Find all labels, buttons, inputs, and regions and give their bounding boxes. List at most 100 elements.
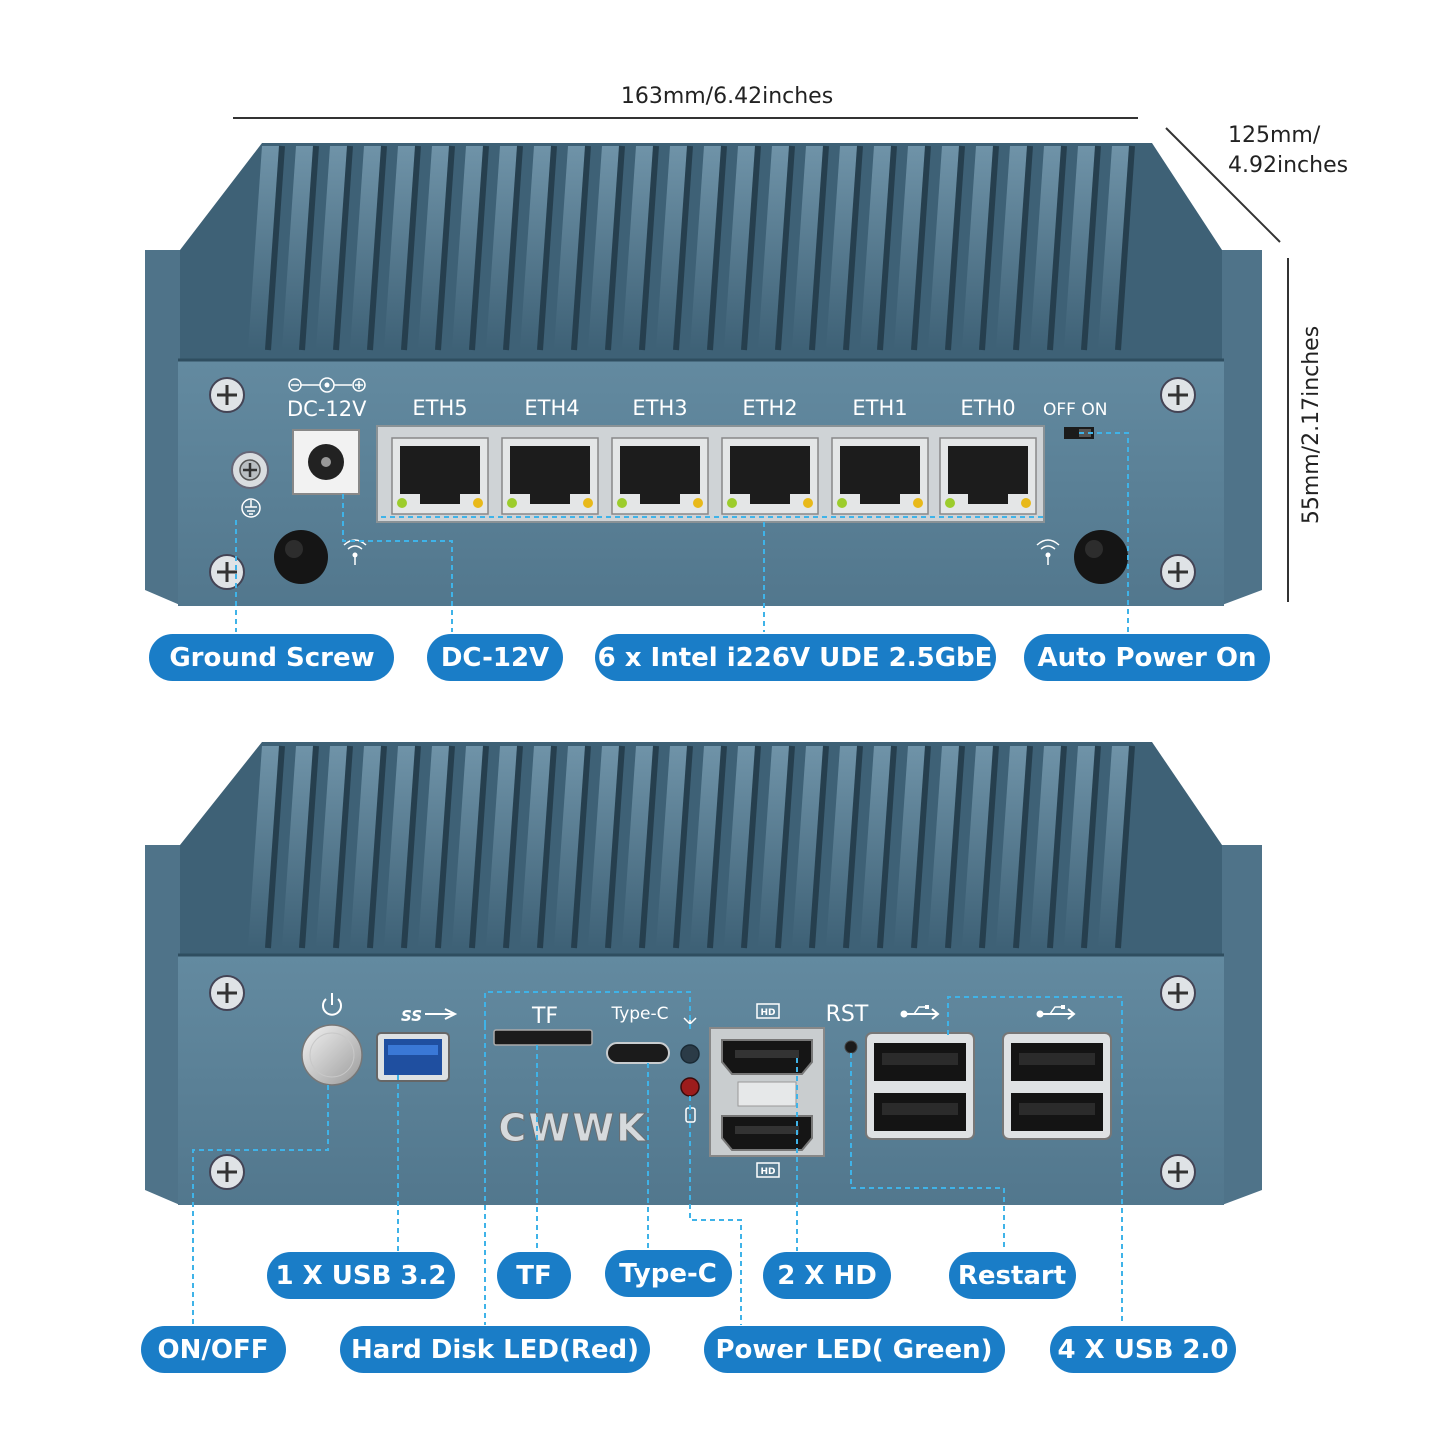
heatsink-fin (792, 746, 826, 948)
heatsink-fin (894, 746, 928, 948)
eth-link-led (727, 498, 737, 508)
wifi-antenna-icon (343, 539, 367, 565)
usb2-port (1011, 1043, 1103, 1081)
heatsink-fin (486, 146, 520, 350)
heatsink-fin (656, 746, 690, 948)
heatsink-fin (894, 146, 928, 350)
typec-port (606, 1042, 670, 1064)
front-screw-icon (209, 1154, 245, 1190)
heatsink-fin-gap (639, 145, 659, 351)
hdmi-port-top (721, 1039, 813, 1075)
heatsink-fin-gap (945, 145, 965, 351)
heatsink-fin-gap (503, 145, 523, 351)
heatsink-fin-gap (707, 145, 727, 351)
heatsink-fin (690, 146, 724, 350)
heatsink-fin (1064, 146, 1098, 350)
heatsink-fin (554, 746, 588, 948)
heatsink-fin (928, 746, 962, 948)
callout-text: DC-12V (441, 643, 549, 673)
power-button[interactable] (301, 1024, 363, 1086)
ground-symbol-icon (241, 498, 261, 518)
heatsink-fin (316, 746, 350, 948)
heatsink-fin (316, 146, 350, 350)
usb-logo-icon (900, 1005, 940, 1020)
antenna-connector-left (274, 530, 328, 584)
heatsink-fin-gap (1047, 745, 1067, 949)
callout-restart: Restart (949, 1252, 1076, 1299)
heatsink-fin-gap (265, 745, 285, 949)
heatsink-fin-gap (911, 145, 931, 351)
heatsink-fin (826, 746, 860, 948)
eth-port-label: ETH3 (632, 396, 687, 420)
heatsink-fin-gap (469, 745, 489, 949)
rst-label: RST (826, 1002, 869, 1027)
hdd-led (680, 1077, 700, 1097)
heatsink-fin-gap (571, 745, 591, 949)
heatsink-fin (690, 746, 724, 948)
eth-activity-led (583, 498, 593, 508)
rear-screw-icon (209, 377, 245, 413)
ethernet-port (721, 437, 819, 515)
front-screw-icon (1160, 1154, 1196, 1190)
heatsink-fin (962, 746, 996, 948)
usb2-stack (1002, 1032, 1112, 1140)
heatsink-fin-gap (1115, 145, 1135, 351)
heatsink-fin (418, 146, 452, 350)
usb3-logo-icon: SS (401, 1007, 458, 1025)
heatsink-fin-gap (367, 745, 387, 949)
heatsink-fin-gap (401, 745, 421, 949)
front-left-side (145, 845, 180, 1205)
callout-text: Type-C (619, 1259, 717, 1289)
heatsink-fin (1098, 146, 1132, 350)
eth-port-label: ETH5 (412, 396, 467, 420)
heatsink-fin-gap (265, 145, 285, 351)
usb2-port (874, 1043, 966, 1081)
heatsink-fin-gap (435, 145, 455, 351)
heatsink-fin-gap (877, 745, 897, 949)
svg-text:HD: HD (760, 1167, 775, 1177)
dc-polarity-icon (288, 377, 366, 393)
heatsink-fin-gap (639, 745, 659, 949)
hdmi-port-bottom (721, 1115, 813, 1151)
tf-label: TF (531, 1004, 558, 1029)
heatsink-fin-gap (911, 745, 931, 949)
heatsink-fin-gap (299, 145, 319, 351)
callout-dc-12v: DC-12V (427, 634, 563, 681)
callout-text: 2 X HD (777, 1261, 877, 1291)
heatsink-fin-gap (945, 745, 965, 949)
heatsink-fin-gap (1081, 745, 1101, 949)
eth-link-led (397, 498, 407, 508)
callout-tf: TF (497, 1252, 571, 1299)
heatsink-fin-gap (435, 745, 455, 949)
power-led (680, 1044, 700, 1064)
heatsink-fin (622, 746, 656, 948)
front-right-side (1222, 845, 1262, 1205)
usb2-port (1011, 1093, 1103, 1131)
brand-logo: CWWK (498, 1106, 647, 1150)
rear-left-side (145, 250, 180, 605)
hd-logo-icon: HD (756, 1003, 780, 1019)
switch-knob (1079, 429, 1091, 437)
ethernet-port (831, 437, 929, 515)
callout-text: TF (516, 1261, 552, 1291)
callout-usb32: 1 X USB 3.2 (267, 1252, 455, 1299)
heatsink-fin (996, 746, 1030, 948)
heatsink-fin-gap (537, 145, 557, 351)
heatsink-fin (656, 146, 690, 350)
heatsink-fin (384, 146, 418, 350)
reset-button[interactable] (844, 1040, 858, 1054)
callout-ground-screw: Ground Screw (149, 634, 394, 681)
callout-text: Power LED( Green) (715, 1335, 992, 1365)
usb2-port-stacks (865, 1032, 1112, 1140)
heatsink-fin-gap (401, 145, 421, 351)
heatsink-fin (1030, 746, 1064, 948)
callout-text: Restart (958, 1261, 1066, 1291)
eth-activity-led (803, 498, 813, 508)
svg-text:SS: SS (401, 1007, 422, 1025)
dimension-height: 55mm/2.17inches (1287, 258, 1324, 602)
heatsink-fin-gap (605, 145, 625, 351)
callout-text: Ground Screw (169, 643, 374, 673)
heatsink-fin-gap (809, 145, 829, 351)
heatsink-fin (350, 746, 384, 948)
